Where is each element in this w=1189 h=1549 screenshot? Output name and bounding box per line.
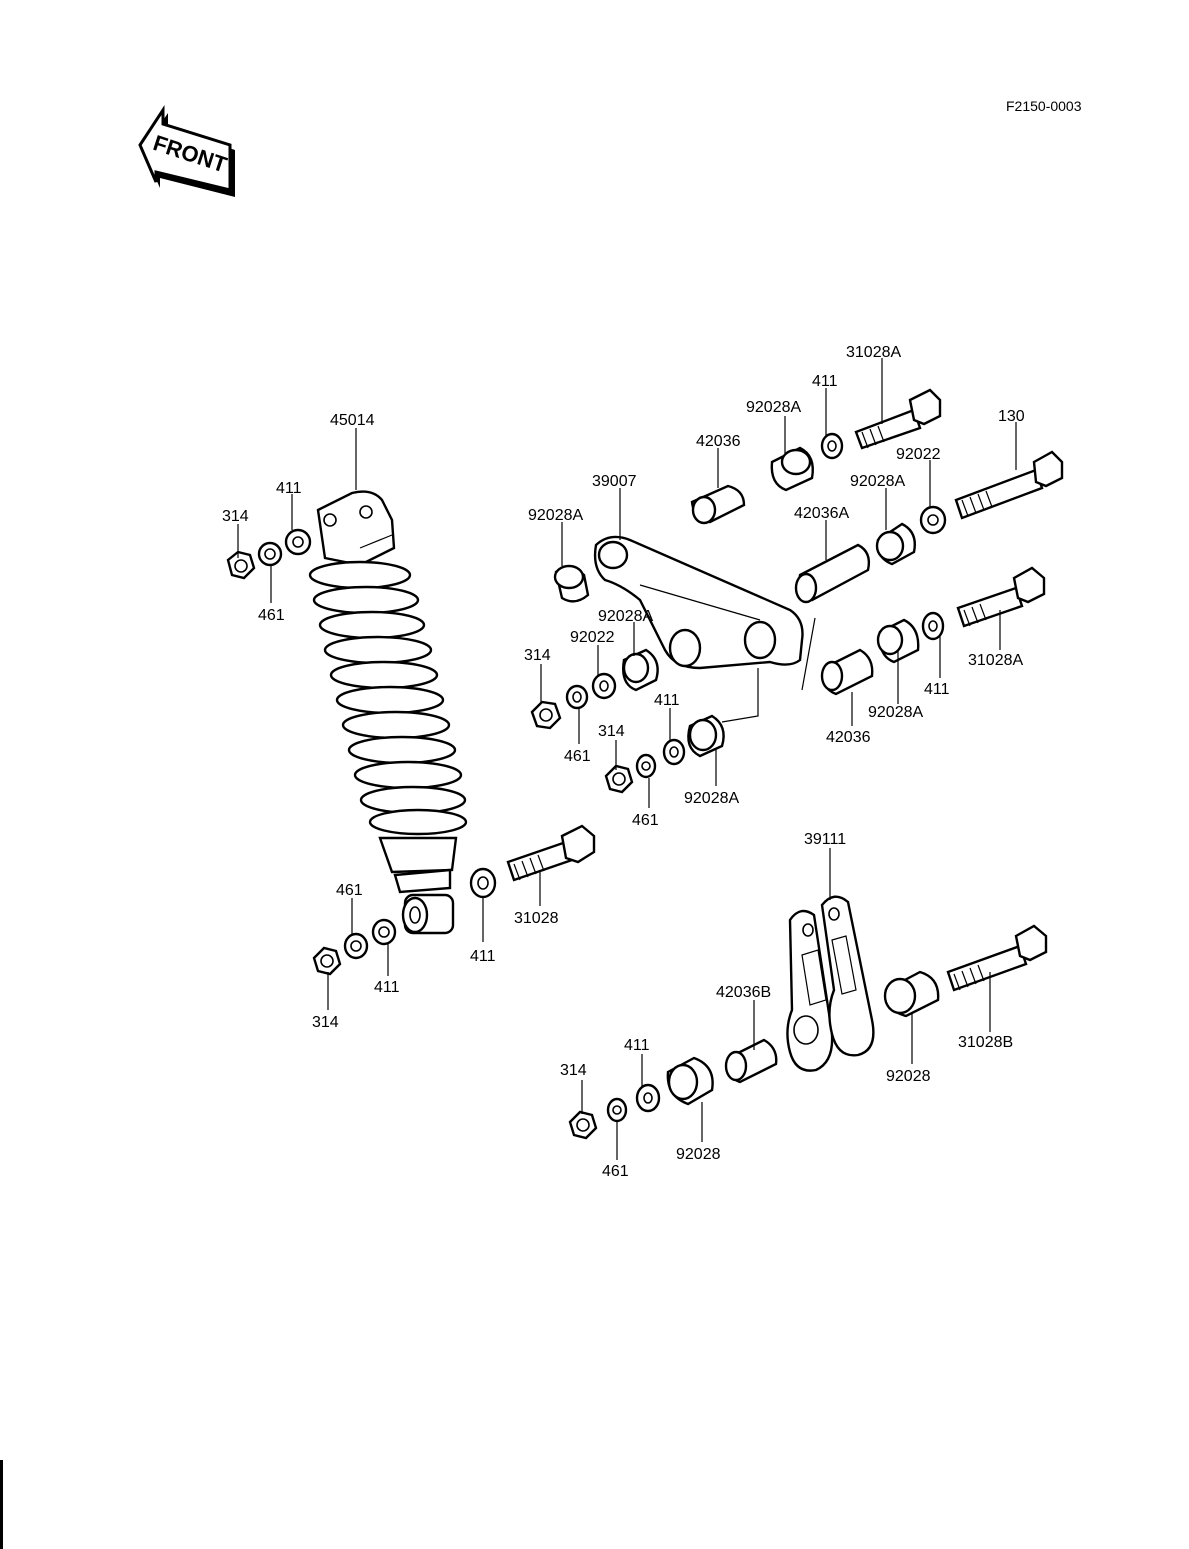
rocker-inner-bushing-92028a xyxy=(622,648,659,692)
rocker-low-washer-461 xyxy=(635,753,657,779)
tie-rod-39111 xyxy=(786,895,875,1072)
label-rocker-mid-washer-92022: 92022 xyxy=(896,446,941,463)
label-shock-bottom-washer-461: 461 xyxy=(336,882,363,899)
label-rocker-low-washer-461: 461 xyxy=(632,812,659,829)
label-rocker-39007: 39007 xyxy=(592,473,637,490)
rocker-inner-washer-92022 xyxy=(591,672,617,700)
front-arrow-icon: FRONT xyxy=(138,104,235,197)
shock-bolt-31028 xyxy=(506,824,596,882)
rocker-low-washer-411 xyxy=(662,738,686,766)
label-shock-top-washer-461: 461 xyxy=(258,607,285,624)
tie-washer-461 xyxy=(606,1097,628,1123)
label-tie-bushing-92028-left: 92028 xyxy=(676,1146,721,1163)
reference-code: F2150-0003 xyxy=(1006,98,1082,114)
label-tie-nut-314: 314 xyxy=(560,1062,587,1079)
rocker-left-bushing-92028a xyxy=(553,564,590,603)
shock-bottom-washer-461 xyxy=(343,932,369,960)
tie-sleeve-42036b xyxy=(724,1038,778,1084)
shock-bottom-nut-314 xyxy=(312,946,342,976)
label-shock-bottom-nut-314: 314 xyxy=(312,1014,339,1031)
rocker-mid-sleeve-42036a xyxy=(794,543,871,604)
shock-bottom-washer-411 xyxy=(371,918,397,946)
label-rocker-left-bushing-92028a: 92028A xyxy=(528,507,583,524)
label-rocker-right-washer-411: 411 xyxy=(924,681,950,698)
tie-washer-411 xyxy=(635,1083,661,1113)
label-tie-washer-411: 411 xyxy=(624,1037,650,1054)
rocker-low-nut-314 xyxy=(604,764,634,794)
label-rocker-mid-bushing-92028a: 92028A xyxy=(850,473,905,490)
label-rocker-top-bushing-92028a: 92028A xyxy=(746,399,801,416)
label-rocker-top-washer-411: 411 xyxy=(812,373,838,390)
label-rocker-top-sleeve-42036: 42036 xyxy=(696,433,741,450)
label-tie-bushing-92028-right: 92028 xyxy=(886,1068,931,1085)
shock-top-washer-461 xyxy=(257,541,283,567)
shock-absorber xyxy=(308,490,468,935)
rocker-right-bolt-31028a xyxy=(956,566,1046,628)
label-rocker-low-nut-314: 314 xyxy=(598,723,625,740)
rocker-right-bushing-92028a xyxy=(876,618,920,664)
rocker-right-washer-411 xyxy=(921,611,945,641)
label-rocker-low-washer-411: 411 xyxy=(654,692,680,709)
label-rocker-right-bushing-92028a: 92028A xyxy=(868,704,923,721)
rocker-top-bushing-92028a xyxy=(770,446,814,492)
shock-bolt-washer-411 xyxy=(469,867,497,899)
tie-bushing-92028-left xyxy=(666,1056,714,1106)
shock-top-nut-314 xyxy=(226,550,256,580)
tie-nut-314 xyxy=(568,1110,598,1140)
label-45014: 45014 xyxy=(330,412,375,429)
rocker-top-sleeve-42036 xyxy=(690,484,746,525)
rocker-long-bolt-130 xyxy=(954,450,1064,520)
leader-lines xyxy=(237,358,1017,1160)
rocker-arm-39007 xyxy=(593,535,816,691)
rocker-top-bolt-31028a xyxy=(854,388,942,450)
tie-bushing-92028-right xyxy=(883,970,940,1018)
label-shock-top-nut-314: 314 xyxy=(222,508,249,525)
rocker-inner-nut-314 xyxy=(530,700,562,730)
label-tie-washer-461: 461 xyxy=(602,1163,629,1180)
rocker-mid-bushing-92028a xyxy=(875,522,916,566)
label-rocker-right-bolt-31028a: 31028A xyxy=(968,652,1023,669)
rocker-low-bushing-92028a xyxy=(687,668,759,758)
label-shock-bolt-washer-411: 411 xyxy=(470,948,496,965)
label-rocker-right-sleeve-42036: 42036 xyxy=(826,729,871,746)
rocker-inner-washer-461 xyxy=(565,684,589,710)
label-rocker-inner-nut-314: 314 xyxy=(524,647,551,664)
label-shock-bottom-washer-411: 411 xyxy=(374,979,400,996)
label-rocker-top-bolt-31028a: 31028A xyxy=(846,344,901,361)
label-tie-bolt-31028b: 31028B xyxy=(958,1034,1013,1051)
label-rocker-inner-washer-461: 461 xyxy=(564,748,591,765)
label-rocker-inner-bushing-92028a: 92028A xyxy=(598,608,653,625)
rocker-top-washer-411 xyxy=(820,432,844,460)
label-rocker-inner-washer-92022: 92022 xyxy=(570,629,615,646)
rocker-right-sleeve-42036 xyxy=(820,648,874,696)
label-rocker-mid-sleeve-42036a: 42036A xyxy=(794,505,849,522)
tie-bolt-31028b xyxy=(946,924,1048,992)
shock-top-washer-411 xyxy=(284,528,312,556)
label-shock-top-washer-411: 411 xyxy=(276,480,302,497)
label-tie-sleeve-42036b: 42036B xyxy=(716,984,771,1001)
label-shock-bolt-31028: 31028 xyxy=(514,910,559,927)
rocker-mid-washer-92022 xyxy=(919,505,947,535)
scan-edge-mark xyxy=(0,1460,3,1549)
spring xyxy=(308,560,468,836)
label-rocker-low-bushing-92028a: 92028A xyxy=(684,790,739,807)
label-rocker-long-bolt-130: 130 xyxy=(998,408,1025,425)
label-tie-rod-39111: 39111 xyxy=(804,831,846,848)
